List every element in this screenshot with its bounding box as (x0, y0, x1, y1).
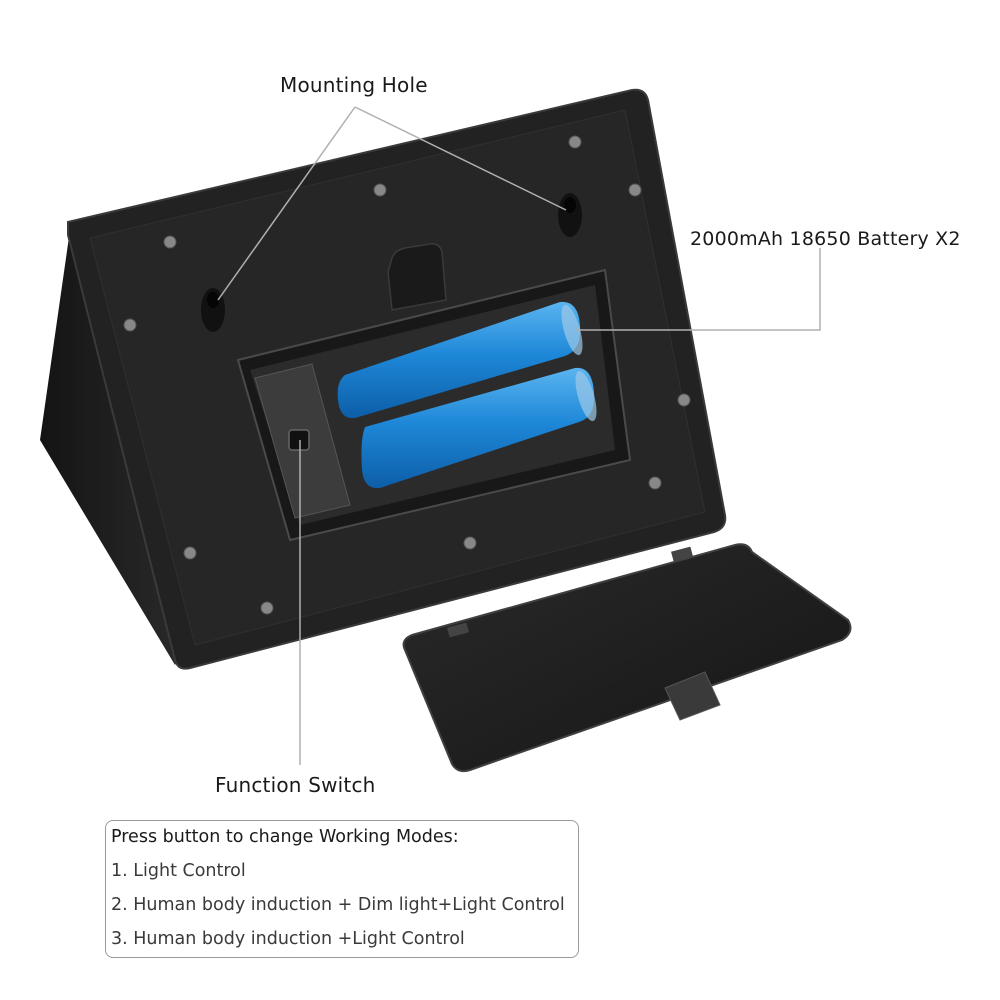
screw-icon (123, 135, 691, 615)
function-switch-label: Function Switch (215, 773, 376, 797)
mounting-hole-right-icon (558, 193, 582, 237)
battery-cover-clip (387, 243, 447, 311)
mode-item: 3. Human body induction +Light Control (111, 929, 465, 949)
working-modes-title: Press button to change Working Modes: (111, 827, 459, 847)
working-modes-box: Press button to change Working Modes: 1.… (105, 820, 579, 958)
mounting-hole-label: Mounting Hole (280, 73, 428, 97)
battery-label: 2000mAh 18650 Battery X2 (690, 228, 961, 250)
battery-cover (402, 543, 852, 773)
battery-bottom-icon (361, 367, 597, 489)
function-switch-icon (288, 429, 310, 451)
mode-item: 1. Light Control (111, 861, 246, 881)
leader-lines (217, 106, 821, 765)
battery-top-icon (337, 301, 583, 419)
mode-item: 2. Human body induction + Dim light+Ligh… (111, 895, 565, 915)
